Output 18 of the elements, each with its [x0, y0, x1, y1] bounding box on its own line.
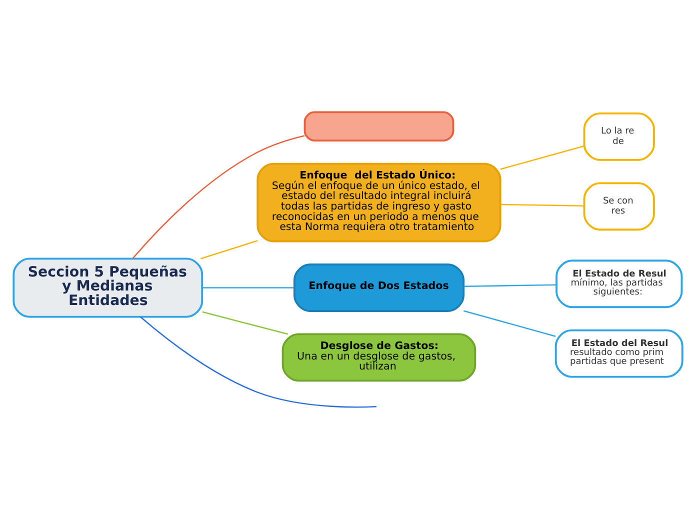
node-box: Lo la re de	[583, 112, 655, 160]
node-box: El Estado de Resul mínimo, las partidas siguientes:	[556, 259, 683, 308]
connector	[202, 310, 288, 334]
connector	[464, 284, 556, 287]
node-box	[304, 110, 454, 142]
node-box: Enfoque del Estado Único: Según el enfoque de un único estado, el estado del resultado integral incluirá todas las partidas de ingreso y gasto reconocidas en un periodo a menos que esta Norma requiera otro tratamiento	[256, 162, 502, 242]
connector	[202, 286, 294, 288]
node-box: Desglose de Gastos: Una en un desglose de gastos, utilizan	[282, 332, 476, 382]
node-box: El Estado del Resul resultado como prim partidas que present	[554, 328, 684, 378]
connector	[140, 316, 376, 408]
node-box: Seccion 5 Pequeñas y Medianas Entidades	[12, 257, 204, 318]
node-box: Enfoque de Dos Estados	[293, 263, 465, 312]
connector	[200, 240, 258, 259]
connector	[132, 134, 305, 258]
connector	[500, 145, 584, 170]
node-box: Se con res	[583, 182, 655, 230]
connector	[500, 203, 584, 206]
connector	[464, 310, 556, 336]
